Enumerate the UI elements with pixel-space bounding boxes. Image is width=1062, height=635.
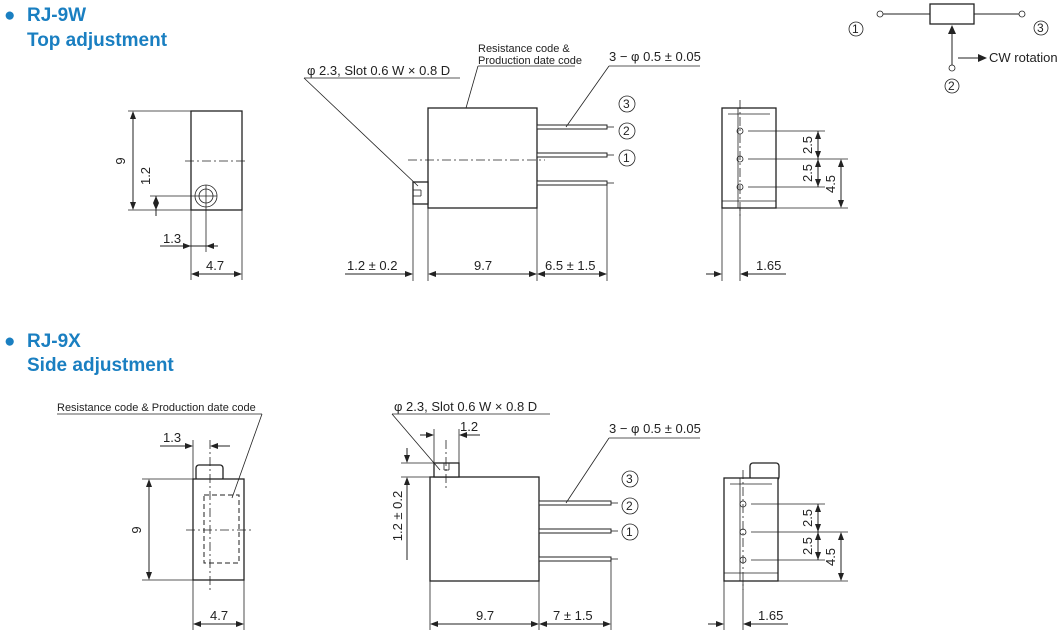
rj9w-rear-view: 2.5 2.5 4.5 1.65 — [706, 100, 848, 281]
rj9w-dim-knob-height: 1.2 — [138, 167, 153, 185]
rj9w-code-note-2: Production date code — [478, 55, 582, 67]
rj9x-front-view: Resistance code & Production date code 1… — [57, 402, 263, 630]
rj9w-dim-pin-len: 6.5 ± 1.5 — [545, 258, 596, 273]
rj9x-model: RJ-9X — [27, 331, 81, 352]
schematic-pin1-label: 1 — [852, 22, 859, 36]
rj9x-dim-pitch-a: 2.5 — [800, 509, 815, 527]
rj9w-code-note-1: Resistance code & — [478, 43, 570, 55]
rj9x-dim-pitch-b: 2.5 — [800, 537, 815, 555]
rj9w-pin2-label: 2 — [623, 124, 630, 138]
rj9w-dim-pitch-a: 2.5 — [800, 136, 815, 154]
rj9w-heading: ● RJ-9W Top adjustment — [4, 5, 168, 51]
rj9w-subtitle: Top adjustment — [27, 30, 168, 51]
rj9x-dim-height: 9 — [129, 526, 144, 533]
rj9x-dim-pin-len: 7 ± 1.5 — [553, 608, 593, 623]
rj9x-heading: ● RJ-9X Side adjustment — [4, 331, 174, 376]
rj9x-code-note: Resistance code & Production date code — [57, 402, 256, 414]
rj9w-pin3-label: 3 — [623, 97, 630, 111]
rj9w-dim-pitch-b: 2.5 — [800, 164, 815, 182]
resistor-element — [929, 3, 975, 25]
rj9w-side-view: 3 2 1 φ 2.3, Slot 0.6 W × 0.8 D Resistan… — [303, 43, 701, 281]
rj9x-subtitle: Side adjustment — [27, 355, 174, 376]
rj9w-front-view: 9 1.2 1.3 4.7 — [113, 110, 248, 280]
rj9x-dim-width: 4.7 — [210, 608, 228, 623]
rj9w-dim-thickness: 1.65 — [756, 258, 781, 273]
schematic-pin3-label: 3 — [1037, 21, 1044, 35]
rj9x-dim-body-len: 9.7 — [476, 608, 494, 623]
rj9x-pin3-label: 3 — [626, 472, 633, 486]
rj9x-pin2-label: 2 — [626, 499, 633, 513]
rj9x-bullet: ● — [4, 331, 15, 352]
schematic-symbol: 1 3 2 CW rotation — [848, 3, 1058, 94]
cw-rotation-label: CW rotation — [989, 50, 1058, 65]
rj9w-pin1-label: 1 — [623, 151, 630, 165]
rj9w-pin-note: 3 − φ 0.5 ± 0.05 — [609, 49, 701, 64]
rj9w-dim-knob-offset: 1.3 — [163, 231, 181, 246]
rj9w-dim-width: 4.7 — [206, 258, 224, 273]
rj9x-shaft-note: φ 2.3, Slot 0.6 W × 0.8 D — [394, 399, 537, 414]
schematic-pin2-label: 2 — [948, 79, 955, 93]
rj9w-model: RJ-9W — [27, 5, 86, 26]
rj9x-dim-pitch-total: 4.5 — [823, 548, 838, 566]
rj9x-side-view: 3 2 1 φ 2.3, Slot 0.6 W × 0.8 D 1.2 1.2 … — [390, 399, 701, 630]
rj9x-rear-view: 2.5 2.5 4.5 1.65 — [708, 462, 848, 630]
rj9x-pin1-label: 1 — [626, 525, 633, 539]
rj9x-dim-knob-width: 1.2 — [460, 419, 478, 434]
rj9w-dim-shaft-len: 1.2 ± 0.2 — [347, 258, 398, 273]
rj9w-dim-height: 9 — [113, 157, 128, 164]
rj9x-dim-thickness: 1.65 — [758, 608, 783, 623]
rj9w-bullet: ● — [4, 5, 15, 26]
rj9w-dim-pitch-total: 4.5 — [823, 175, 838, 193]
rj9x-dim-knob-offset: 1.3 — [163, 430, 181, 445]
rj9x-dim-knob-height: 1.2 ± 0.2 — [390, 491, 405, 542]
rj9w-shaft-note: φ 2.3, Slot 0.6 W × 0.8 D — [307, 63, 450, 78]
rj9x-pin-note: 3 − φ 0.5 ± 0.05 — [609, 421, 701, 436]
rj9w-dim-body-len: 9.7 — [474, 258, 492, 273]
